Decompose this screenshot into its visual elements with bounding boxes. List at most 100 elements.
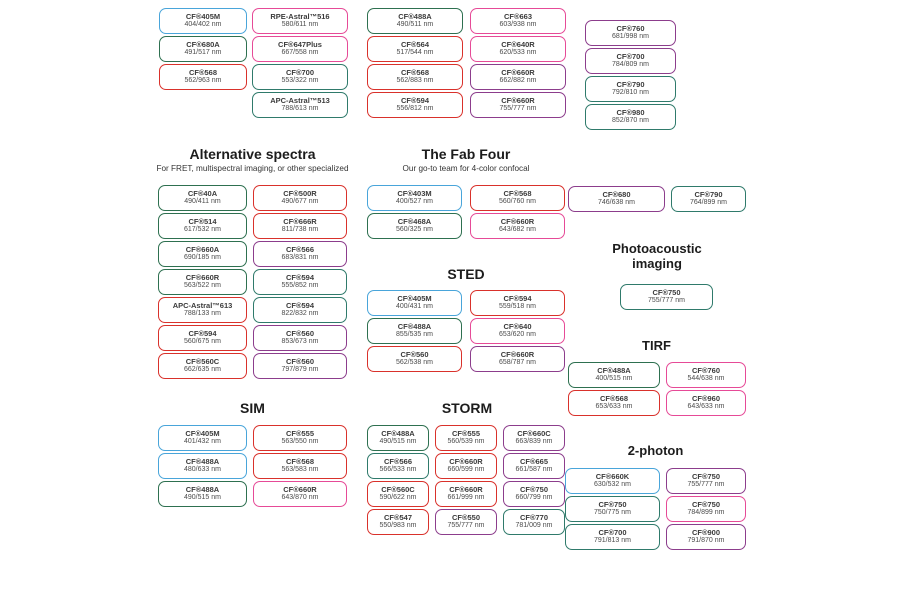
dye-name: CF®468A	[397, 217, 432, 227]
dye-name: CF®594	[188, 329, 217, 339]
dye-wavelengths: 401/432 nm	[184, 438, 221, 446]
dye-name: CF®555	[451, 429, 481, 439]
dye-wavelengths: 661/587 nm	[515, 466, 553, 474]
tirf-title: TIRF	[642, 338, 671, 353]
dye-name: CF®568	[400, 68, 430, 78]
dye-name: CF®666R	[283, 217, 317, 227]
sim-title: SIM	[240, 400, 265, 416]
dye-wavelengths: 643/633 nm	[687, 403, 725, 411]
dye-name: CF®750	[691, 472, 721, 482]
dye-wavelengths: 553/322 nm	[281, 77, 319, 85]
dye-wavelengths: 480/633 nm	[184, 466, 221, 474]
dye-wavelengths: 562/883 nm	[396, 77, 434, 85]
dye-name: CF®760	[616, 24, 645, 34]
dye-name: CF®660R	[500, 350, 535, 360]
dye-name: CF®960	[691, 394, 721, 404]
dye-name: CF®760	[691, 366, 721, 376]
dye-wavelengths: 560/675 nm	[184, 338, 221, 346]
dye-wavelengths: 620/533 nm	[499, 49, 537, 57]
dye-name: CF®660R	[501, 96, 535, 106]
dye-name: CF®770	[519, 513, 549, 523]
fab-four-subtitle: Our go-to team for 4-color confocal	[402, 164, 530, 173]
dye-name: CF®560	[285, 329, 315, 339]
dye-name: CF®900	[691, 528, 721, 538]
dye-name: CF®700	[285, 68, 315, 78]
dye-name: CF®566	[285, 245, 315, 255]
dye-name: CF®403M	[397, 189, 432, 199]
dye-wavelengths: 660/799 nm	[515, 494, 553, 502]
dye-wavelengths: 653/633 nm	[595, 403, 633, 411]
dye-wavelengths: 617/532 nm	[184, 226, 221, 234]
dye-wavelengths: 400/431 nm	[396, 303, 433, 311]
dye-wavelengths: 663/839 nm	[515, 438, 553, 446]
dye-name: CF®663	[503, 12, 533, 22]
dye-wavelengths: 683/831 nm	[281, 254, 319, 262]
dye-name: CF®488A	[597, 366, 631, 376]
dye-wavelengths: 660/599 nm	[447, 466, 485, 474]
dye-wavelengths: 822/832 nm	[281, 310, 319, 318]
dye-name: CF®560C	[381, 485, 415, 495]
dye-wavelengths: 788/613 nm	[281, 105, 319, 113]
dye-wavelengths: 590/622 nm	[379, 494, 417, 502]
dye-wavelengths: 643/682 nm	[499, 226, 536, 234]
dye-name: CF®750	[519, 485, 549, 495]
dye-name: RPE-Astral™516	[270, 12, 330, 22]
dye-name: CF®550	[451, 513, 481, 523]
dye-wavelengths: 791/870 nm	[687, 537, 725, 545]
alternative-spectra-subtitle: For FRET, multispectral imaging, or othe…	[156, 164, 349, 173]
dye-wavelengths: 852/870 nm	[612, 117, 649, 125]
dye-wavelengths: 681/998 nm	[612, 33, 649, 41]
dye-wavelengths: 404/402 nm	[184, 21, 222, 29]
dye-name: CF®660K	[595, 472, 630, 482]
fab-four-title: The Fab Four	[421, 146, 511, 162]
dye-wavelengths: 400/515 nm	[595, 375, 633, 383]
dye-wavelengths: 853/673 nm	[281, 338, 319, 346]
dye-wavelengths: 563/583 nm	[281, 466, 319, 474]
dye-name: CF®750	[652, 288, 681, 298]
dye-name: CF®568	[503, 189, 532, 199]
dye-name: CF®560C	[185, 357, 220, 367]
dye-name: CF®640R	[501, 40, 535, 50]
dye-wavelengths: 781/009 nm	[515, 522, 553, 530]
dye-wavelengths: 563/550 nm	[281, 438, 319, 446]
dye-wavelengths: 667/558 nm	[281, 49, 319, 57]
dye-name: CF®514	[188, 217, 217, 227]
dye-wavelengths: 784/899 nm	[687, 509, 725, 517]
dye-name: CF®568	[285, 457, 315, 467]
dye-name: CF®750	[691, 500, 721, 510]
dye-wavelengths: 643/870 nm	[281, 494, 319, 502]
dye-wavelengths: 755/777 nm	[447, 522, 485, 530]
dye-name: CF®594	[503, 294, 532, 304]
dye-name: CF®700	[616, 52, 645, 62]
